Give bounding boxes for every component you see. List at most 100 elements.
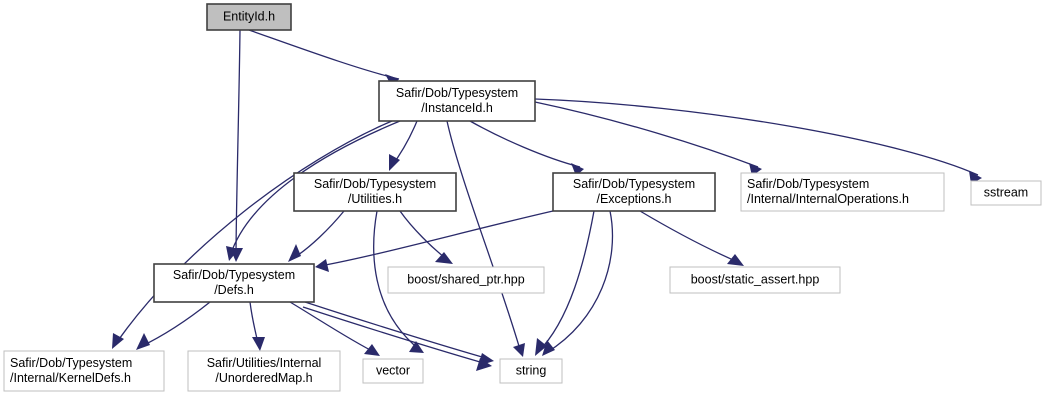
edge-line <box>114 120 393 346</box>
node-label-line: /Internal/KernelDefs.h <box>10 371 131 385</box>
edges-layer <box>112 29 982 371</box>
graph-node-string[interactable]: string <box>499 358 563 384</box>
arrowhead-icon <box>727 254 744 266</box>
node-box <box>378 80 536 122</box>
arrowhead-icon <box>288 244 301 262</box>
node-label-line: sstream <box>984 185 1028 199</box>
edge-line <box>302 306 488 365</box>
graph-node-sharedptr[interactable]: boost/shared_ptr.hpp <box>387 266 545 294</box>
node-label-line: boost/static_assert.hpp <box>691 272 820 286</box>
edge-utilities-to-string <box>373 210 424 353</box>
node-label-line: Safir/Dob/Typesystem <box>573 177 695 191</box>
node-label-line: /InstanceId.h <box>421 101 493 115</box>
edge-instanceid-to-internalops <box>534 101 762 176</box>
edge-defs-to-unorderedmap <box>249 301 265 351</box>
node-label-line: Safir/Dob/Typesystem <box>10 356 132 370</box>
node-label-line: EntityId.h <box>223 9 275 23</box>
edge-defs-to-string <box>302 306 492 371</box>
graph-node-vector[interactable]: vector <box>362 358 424 384</box>
arrowhead-icon <box>252 337 265 351</box>
arrowhead-icon <box>513 343 525 357</box>
node-box <box>206 3 292 31</box>
edge-defs-to-vector <box>289 301 380 356</box>
edge-defs-to-kerneldefs <box>136 301 211 350</box>
graph-node-internalops[interactable]: Safir/Dob/Typesystem/Internal/InternalOp… <box>740 172 945 212</box>
edge-line <box>639 210 741 264</box>
node-label-line: /Utilities.h <box>348 192 402 206</box>
edge-line <box>235 29 241 259</box>
graph-node-sstream[interactable]: sstream <box>970 180 1042 206</box>
edge-instanceid-to-exceptions <box>469 120 584 176</box>
arrowhead-icon <box>542 340 555 356</box>
edge-exceptions-to-string <box>542 210 614 356</box>
edge-line <box>248 29 400 80</box>
arrowhead-icon <box>476 358 492 371</box>
edge-line <box>534 98 979 176</box>
graph-node-entityid: EntityId.h <box>206 3 292 31</box>
edge-utilities-to-sharedptr <box>399 210 453 264</box>
node-label-line: /Defs.h <box>214 283 254 297</box>
edge-entityid-to-defs <box>230 29 243 262</box>
node-label-line: /Internal/InternalOperations.h <box>747 192 909 206</box>
edge-line <box>291 210 345 260</box>
node-label-line: Safir/Dob/Typesystem <box>396 86 518 100</box>
arrowhead-icon <box>535 338 547 356</box>
node-label-line: /UnorderedMap.h <box>215 371 312 385</box>
edge-line <box>534 101 759 168</box>
node-label-line: Safir/Dob/Typesystem <box>173 268 295 282</box>
edge-instanceid-to-kerneldefs <box>112 120 393 349</box>
arrowhead-icon <box>112 333 124 349</box>
edge-line <box>469 120 581 168</box>
arrowhead-icon <box>315 259 329 272</box>
edge-exceptions-to-defs <box>315 210 554 272</box>
edge-line <box>319 210 554 267</box>
node-label-line: /Exceptions.h <box>596 192 671 206</box>
node-box <box>3 350 165 392</box>
edge-line <box>446 120 522 354</box>
node-box <box>187 350 341 392</box>
node-label-line: Safir/Dob/Typesystem <box>747 177 869 191</box>
edge-line <box>537 210 595 353</box>
node-box <box>387 266 545 294</box>
edge-instanceid-to-utilities <box>389 120 418 171</box>
arrowhead-icon <box>226 246 239 261</box>
node-label-line: vector <box>376 363 410 377</box>
edge-line <box>399 210 450 262</box>
nodes-layer: EntityId.hSafir/Dob/Typesystem/InstanceI… <box>3 3 1042 392</box>
arrowhead-icon <box>364 344 380 356</box>
edge-exceptions-to-string <box>535 210 595 356</box>
graph-node-kerneldefs[interactable]: Safir/Dob/Typesystem/Internal/KernelDefs… <box>3 350 165 392</box>
node-label-line: Safir/Dob/Typesystem <box>314 177 436 191</box>
node-box <box>552 172 716 212</box>
arrowhead-icon <box>409 341 424 353</box>
node-box <box>499 358 563 384</box>
graph-node-exceptions[interactable]: Safir/Dob/Typesystem/Exceptions.h <box>552 172 716 212</box>
node-box <box>740 172 945 212</box>
graph-node-unorderedmap[interactable]: Safir/Utilities/Internal/UnorderedMap.h <box>187 350 341 392</box>
node-label-line: Safir/Utilities/Internal <box>207 356 322 370</box>
edge-line <box>373 210 421 351</box>
edge-line <box>289 301 377 354</box>
node-box <box>153 263 315 303</box>
node-label-line: string <box>516 363 547 377</box>
node-label-line: boost/shared_ptr.hpp <box>407 272 524 286</box>
node-box <box>362 358 424 384</box>
arrowhead-icon <box>571 163 584 176</box>
arrowhead-icon <box>389 154 400 171</box>
graph-node-defs[interactable]: Safir/Dob/Typesystem/Defs.h <box>153 263 315 303</box>
node-box <box>293 172 457 212</box>
node-box <box>669 266 841 294</box>
edge-line <box>304 301 490 360</box>
graph-node-utilities[interactable]: Safir/Dob/Typesystem/Utilities.h <box>293 172 457 212</box>
graph-node-instanceid[interactable]: Safir/Dob/Typesystem/InstanceId.h <box>378 80 536 122</box>
edge-utilities-to-defs <box>288 210 345 262</box>
arrowhead-icon <box>435 252 453 264</box>
edge-line <box>139 301 211 348</box>
edge-exceptions-to-staticassert <box>639 210 744 266</box>
arrowhead-icon <box>136 333 150 350</box>
graph-node-staticassert[interactable]: boost/static_assert.hpp <box>669 266 841 294</box>
edge-entityid-to-instanceid <box>248 29 400 87</box>
edge-line <box>545 210 614 354</box>
